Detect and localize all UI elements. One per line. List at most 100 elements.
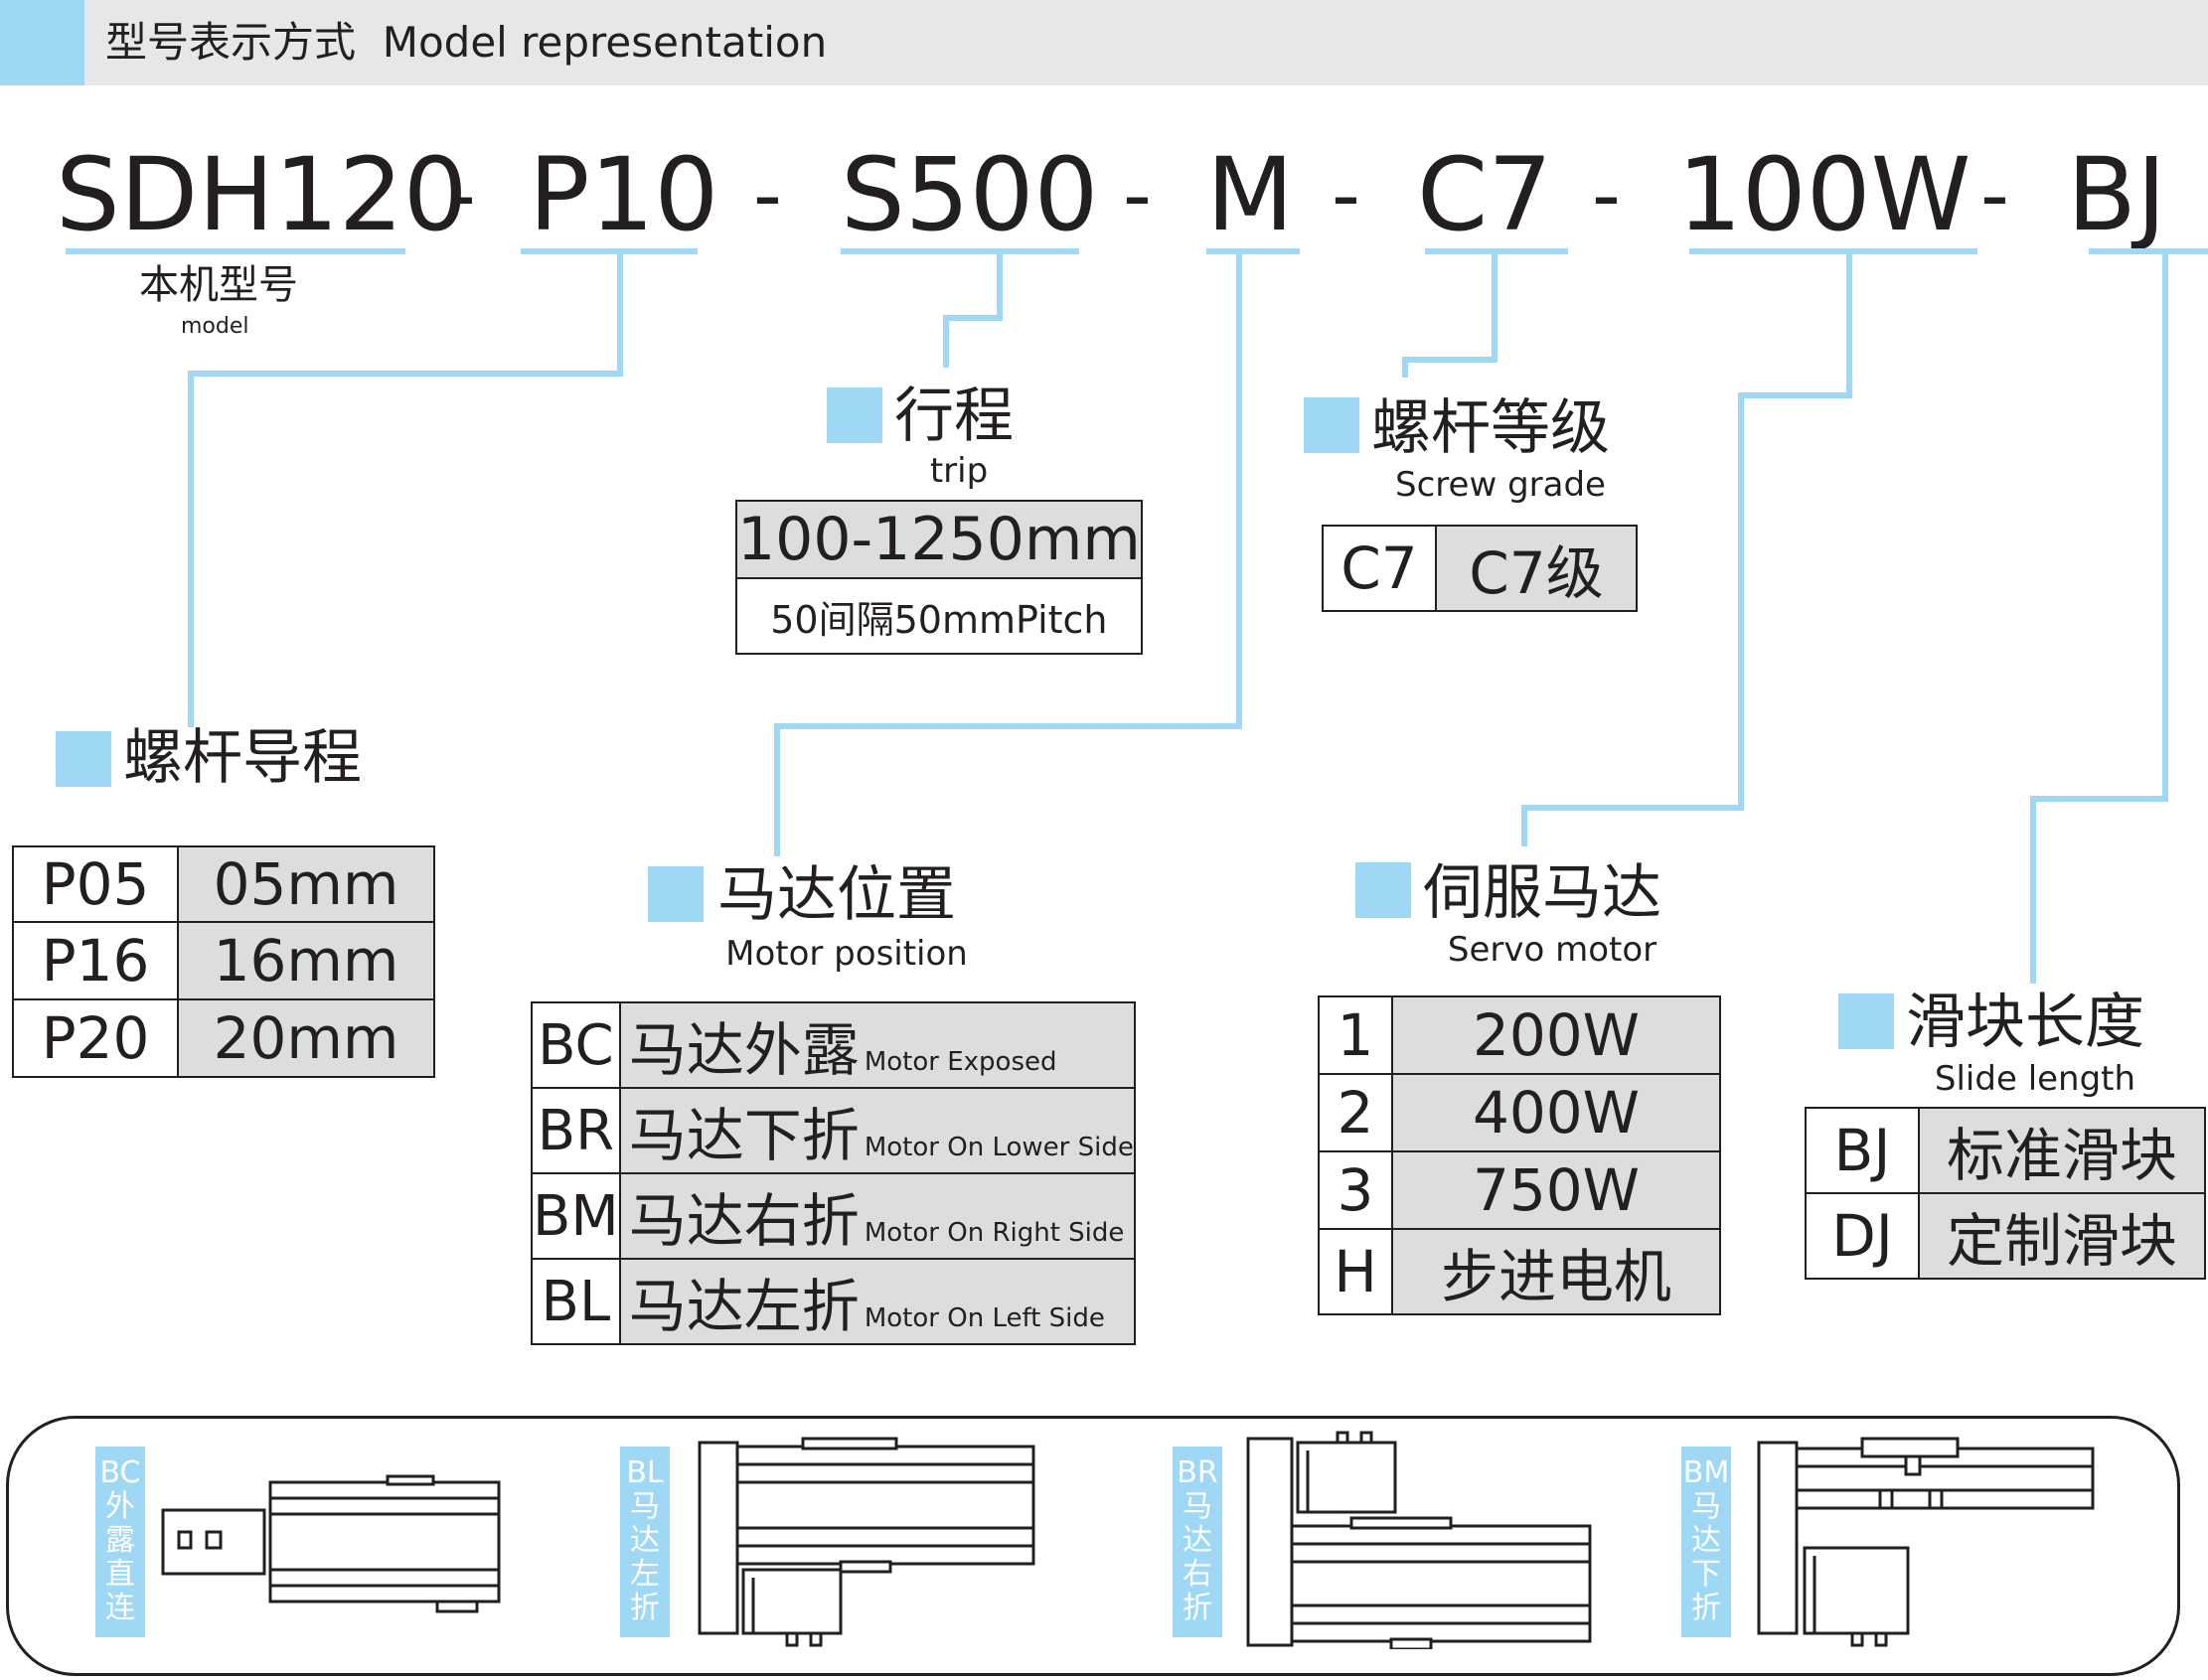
servo-value: 750W — [1391, 1150, 1721, 1230]
underline-lead — [521, 248, 698, 254]
br-actuator-drawing — [1246, 1431, 1592, 1649]
motor-position-code: BL — [531, 1258, 621, 1345]
motor-position-cn: 马达下折 — [628, 1102, 860, 1169]
motor-position-en: Motor Exposed — [864, 1047, 1057, 1077]
lead-code: P05 — [12, 845, 179, 923]
connector-lead — [188, 251, 623, 727]
underline-servo — [1689, 248, 1977, 254]
code-part-lead: P10 — [529, 136, 719, 254]
bc-actuator-drawing — [161, 1474, 501, 1613]
trip-marker — [827, 387, 882, 443]
motor-position-code: BM — [531, 1172, 621, 1260]
code-separator: - — [1332, 149, 1360, 241]
servo-code: 2 — [1318, 1073, 1393, 1152]
motor-position-en: Motor On Right Side — [864, 1218, 1125, 1248]
trip-subtitle: trip — [929, 451, 989, 491]
picture-label-bc: BC 外 露 直 连 — [95, 1447, 145, 1637]
underline-motor-position — [1206, 248, 1300, 254]
screw-grade-title: 螺杆等级 — [1371, 393, 1610, 463]
configuration-frame — [6, 1416, 2180, 1676]
picture-label-char: 折 — [1691, 1591, 1721, 1625]
lead-value: 05mm — [177, 845, 435, 923]
motor-position-desc: 马达左折 Motor On Left Side — [618, 1258, 1136, 1345]
lead-value: 16mm — [177, 921, 435, 1000]
motor-position-subtitle: Motor position — [725, 934, 968, 974]
bl-actuator-drawing — [698, 1437, 1035, 1647]
lead-value: 20mm — [177, 998, 435, 1078]
model-label-cn: 本机型号 — [139, 262, 298, 308]
motor-position-cn: 马达左折 — [628, 1273, 860, 1340]
picture-label-char: 下 — [1691, 1557, 1721, 1592]
servo-motor-title: 伺服马达 — [1423, 858, 1661, 928]
screw-grade-subtitle: Screw grade — [1395, 465, 1606, 505]
servo-value: 200W — [1391, 995, 1721, 1075]
picture-label-char: 达 — [1183, 1523, 1212, 1558]
code-separator: - — [753, 149, 782, 241]
servo-motor-marker — [1355, 862, 1411, 918]
underline-trip — [841, 248, 1079, 254]
code-part-screw-grade: C7 — [1417, 136, 1553, 254]
servo-motor-table: 1 200W 2 400W 3 750W H 步进电机 — [1318, 995, 1721, 1315]
header-title-en: Model representation — [382, 18, 828, 67]
code-part-trip: S500 — [841, 136, 1099, 254]
code-part-slide: BJ — [2067, 136, 2167, 254]
code-separator: - — [1592, 149, 1621, 241]
code-separator: - — [1123, 149, 1152, 241]
trip-title: 行程 — [894, 382, 1014, 451]
lead-code: P20 — [12, 998, 179, 1078]
connector-slide — [2030, 251, 2168, 984]
servo-motor-subtitle: Servo motor — [1447, 930, 1657, 970]
motor-position-table: BC 马达外露 Motor Exposed BR 马达下折 Motor On L… — [531, 1001, 1136, 1345]
connector-motor-position — [774, 251, 1242, 856]
screw-grade-code: C7 — [1322, 525, 1437, 612]
header-accent — [0, 0, 84, 85]
connector-trip — [943, 251, 1003, 368]
motor-position-cn: 马达右折 — [628, 1187, 860, 1255]
screw-lead-title: 螺杆导程 — [123, 723, 362, 793]
picture-label-char: 外 — [105, 1489, 135, 1524]
motor-position-desc: 马达外露 Motor Exposed — [618, 1001, 1136, 1089]
slide-value: 定制滑块 — [1918, 1192, 2206, 1280]
picture-label-code: BR — [1177, 1455, 1218, 1490]
picture-label-char: 右 — [1183, 1557, 1212, 1592]
trip-pitch: 50间隔50mmPitch — [735, 577, 1143, 655]
underline-slide — [2089, 248, 2208, 254]
lead-code: P16 — [12, 921, 179, 1000]
picture-label-code: BL — [626, 1455, 664, 1490]
picture-label-char: 连 — [105, 1591, 135, 1625]
code-separator: - — [1980, 149, 2009, 241]
picture-label-char: 折 — [1183, 1591, 1212, 1625]
trip-range: 100-1250mm — [735, 500, 1143, 579]
motor-position-desc: 马达右折 Motor On Right Side — [618, 1172, 1136, 1260]
slide-length-title: 滑块长度 — [1906, 988, 2144, 1057]
motor-position-desc: 马达下折 Motor On Lower Side — [618, 1087, 1136, 1174]
picture-label-bm: BM 马 达 下 折 — [1681, 1447, 1731, 1637]
code-part-model: SDH120 — [56, 136, 468, 254]
servo-value: 400W — [1391, 1073, 1721, 1152]
slide-length-marker — [1838, 993, 1894, 1049]
screw-grade-table: C7 C7级 — [1322, 525, 1638, 612]
motor-position-en: Motor On Left Side — [864, 1303, 1105, 1333]
bm-actuator-drawing — [1757, 1437, 2095, 1647]
model-label-en: model — [181, 314, 249, 339]
motor-position-title: 马达位置 — [717, 860, 956, 930]
picture-label-code: BC — [99, 1455, 141, 1490]
servo-code: H — [1318, 1228, 1393, 1315]
picture-label-char: 折 — [630, 1591, 660, 1625]
slide-code: DJ — [1805, 1192, 1920, 1280]
slide-length-table: BJ 标准滑块 DJ 定制滑块 — [1805, 1107, 2206, 1280]
motor-position-code: BC — [531, 1001, 621, 1089]
slide-code: BJ — [1805, 1107, 1920, 1194]
slide-value: 标准滑块 — [1918, 1107, 2206, 1194]
picture-label-char: 达 — [630, 1523, 660, 1558]
motor-position-en: Motor On Lower Side — [864, 1133, 1134, 1162]
connector-screw-grade — [1402, 251, 1498, 378]
trip-table: 100-1250mm 50间隔50mmPitch — [735, 500, 1143, 655]
picture-label-char: 直 — [105, 1557, 135, 1592]
picture-label-char: 左 — [630, 1557, 660, 1592]
header-title-cn: 型号表示方式 — [105, 18, 357, 67]
slide-length-subtitle: Slide length — [1934, 1059, 2136, 1099]
servo-value: 步进电机 — [1391, 1228, 1721, 1315]
picture-label-char: 马 — [630, 1489, 660, 1524]
